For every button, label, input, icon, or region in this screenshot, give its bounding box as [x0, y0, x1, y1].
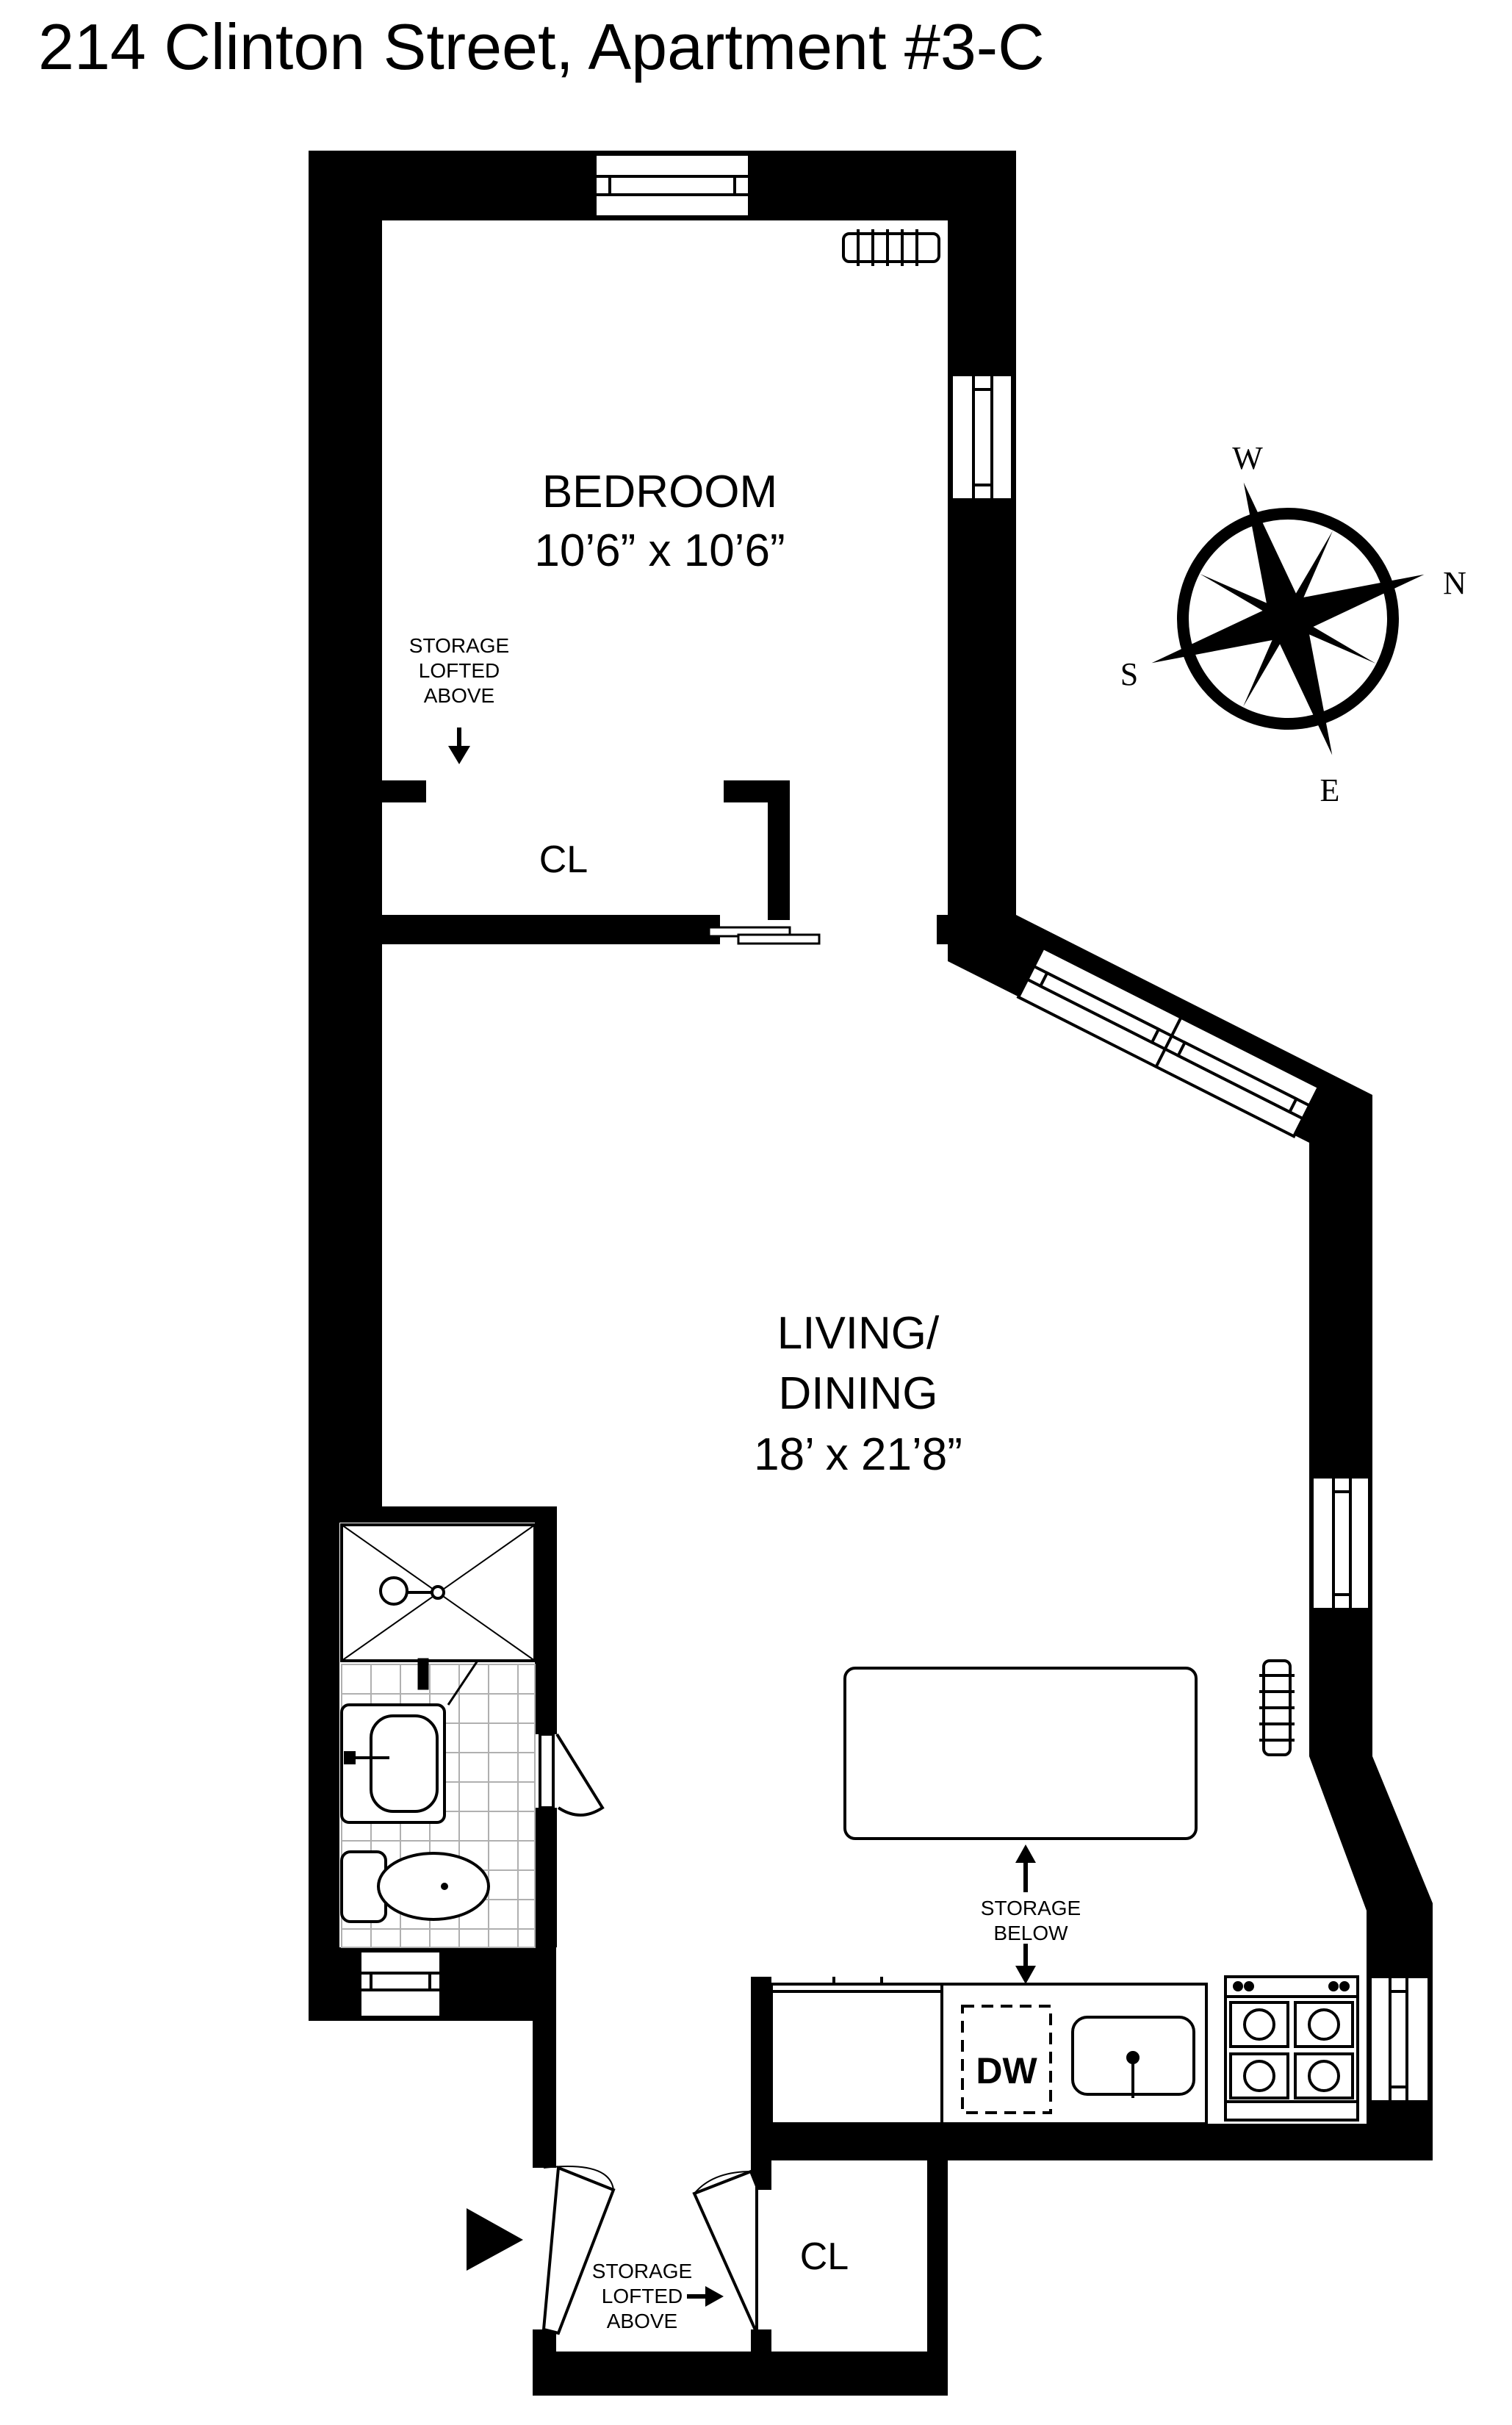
wall-right-living [1309, 1095, 1372, 1756]
dishwasher-label: DW [976, 2050, 1037, 2091]
bath-door [539, 1733, 605, 1817]
window-top [594, 153, 751, 218]
entry-marker-arrow [467, 2208, 523, 2271]
plan-title: 214 Clinton Street, Apartment #3-C [38, 10, 1045, 83]
living-name-line2: DINING [779, 1368, 938, 1419]
wall-closet-left [338, 780, 360, 927]
shower-door [417, 1658, 480, 1706]
wall-stub-right [937, 915, 953, 944]
compass-letter-south: S [1120, 656, 1138, 692]
wall-closet-right [927, 2124, 948, 2396]
wall-bath-right-lower [535, 1808, 557, 1947]
compass-letter-north: N [1443, 565, 1466, 601]
living-name-line1: LIVING/ [777, 1308, 940, 1359]
arrows [448, 728, 1036, 2307]
bath-sink [340, 1703, 446, 1824]
walls [309, 151, 1433, 2396]
compass-letter-west: W [1232, 440, 1263, 476]
wall-closet-right [768, 780, 790, 920]
compass-letter-east: E [1320, 772, 1340, 808]
window-bedroom-east [950, 373, 1014, 501]
radiators [842, 229, 1295, 1756]
storage-entry-line1: STORAGE [592, 2260, 692, 2282]
bathroom [340, 1523, 605, 1948]
storage-bedroom-line1: STORAGE [409, 634, 509, 657]
storage-entry-line2: LOFTED [602, 2285, 683, 2307]
storage-island-line1: STORAGE [981, 1897, 1081, 1919]
wall-kitchen-bottom [757, 2124, 1433, 2160]
kitchen-island [843, 1667, 1198, 1840]
entry-doors [541, 2166, 758, 2335]
radiator-bedroom [842, 229, 940, 266]
storage-island-line2: BELOW [993, 1922, 1068, 1944]
window-kitchen-east [1369, 1975, 1430, 2103]
bedroom-size: 10’6” x 10’6” [534, 525, 785, 576]
arrow-down-head [1015, 1966, 1036, 1984]
wall-bath-right-upper [535, 1506, 557, 1734]
shower [340, 1523, 536, 1662]
arrow-bedroom-storage-head [448, 746, 470, 764]
radiator-living [1259, 1659, 1295, 1756]
kitchen [770, 1667, 1359, 2125]
window-bath [359, 1950, 442, 2019]
windows [359, 153, 1430, 2103]
wall-left-bath [309, 955, 339, 2021]
wall-bath-top [339, 1506, 552, 1523]
window-bay [1016, 946, 1321, 1138]
stove [1224, 1975, 1359, 2122]
closet-entry-label: CL [800, 2235, 849, 2278]
storage-bedroom-line2: LOFTED [419, 659, 500, 682]
toilet [340, 1850, 490, 1923]
entry-door-left [541, 2166, 616, 2335]
storage-entry-line3: ABOVE [607, 2310, 677, 2332]
wall-entry-bottom [533, 2352, 948, 2396]
arrow-entry-storage-head [705, 2286, 724, 2307]
wall-closet-bottom [338, 915, 720, 944]
dishwasher [961, 2005, 1052, 2114]
wall-entry-left-stub [533, 2329, 556, 2396]
counter-left [770, 1983, 943, 2125]
arrow-up-head [1015, 1844, 1036, 1863]
living-size: 18’ x 21’8” [754, 1429, 962, 1480]
wall-closet-left-stub [751, 2329, 771, 2396]
bedroom-name: BEDROOM [542, 467, 777, 517]
wall-right-bedroom [948, 151, 1016, 915]
wall-hall-left [533, 1947, 556, 2168]
window-living-east [1311, 1476, 1371, 1611]
closet-door-entry [692, 2169, 758, 2334]
faucet-marks [832, 1977, 883, 1984]
compass-rose [1151, 482, 1425, 755]
closet-sliding-door [708, 926, 821, 945]
closet-bedroom-label: CL [539, 838, 588, 881]
storage-bedroom-line3: ABOVE [424, 684, 494, 707]
